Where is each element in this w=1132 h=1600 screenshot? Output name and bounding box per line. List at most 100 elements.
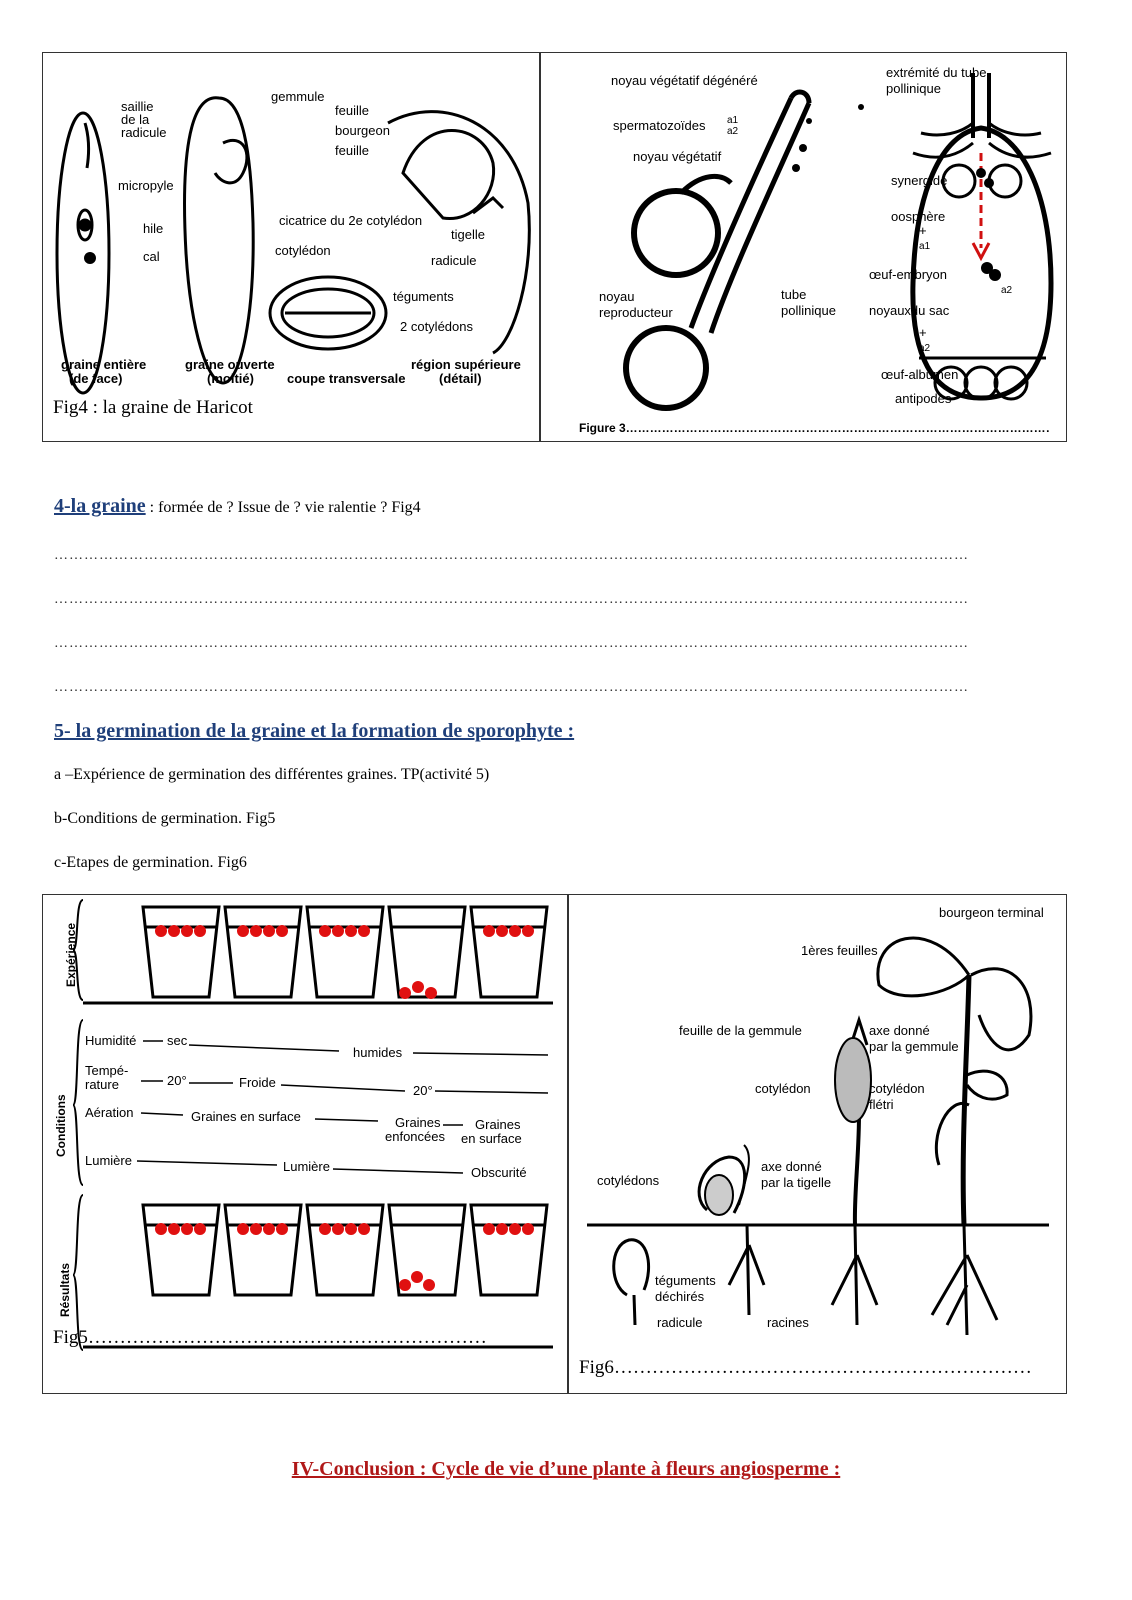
seed xyxy=(496,1223,508,1235)
seed xyxy=(496,925,508,937)
seed xyxy=(412,981,424,993)
fig5-temp-2: rature xyxy=(85,1077,119,1092)
section5-title: 5- la germination de la graine et la for… xyxy=(54,720,575,742)
fig5-drawing: Expérience Conditions Résultats Humidité… xyxy=(54,899,553,1351)
fig5-t20a: 20° xyxy=(167,1073,187,1088)
fig3-panel: noyau végétatif dégénéré spermatozoïdes … xyxy=(541,53,1066,441)
fig5-temp-1: Tempé- xyxy=(85,1063,128,1078)
fig3-label-extremite-2: pollinique xyxy=(886,81,941,96)
fig5-enfoncees-2: enfoncées xyxy=(385,1129,445,1144)
fig4-label-whole-2: (de face) xyxy=(69,371,122,386)
fig3-label-noyau-vegetatif: noyau végétatif xyxy=(633,149,722,164)
fig4-label-feuille1: feuille xyxy=(335,103,369,118)
fig6-label-fletri-1: cotylédon xyxy=(869,1081,925,1096)
pot xyxy=(223,905,303,999)
fig4-label-open-1: graine ouverte xyxy=(185,357,275,372)
fig4-label-saillie-2: de la xyxy=(121,112,150,127)
fig4-label-open-2: (moitié) xyxy=(207,371,254,386)
section4-text: : formée de ? Issue de ? vie ralentie ? … xyxy=(145,499,421,516)
top-figure-box: saillie de la radicule micropyle hile ca… xyxy=(42,52,1067,442)
fig6-label-premieres: 1ères feuilles xyxy=(801,943,878,958)
fig6-label-cotyledons: cotylédons xyxy=(597,1173,660,1188)
fig3-label-oeuf-albumen: œuf-albumen xyxy=(881,367,958,382)
fig3-label-noyau-repro-2: reproducteur xyxy=(599,305,673,320)
fig5-panel: Expérience Conditions Résultats Humidité… xyxy=(43,895,576,1393)
fig4-caption: Fig4 : la graine de Haricot xyxy=(53,397,253,418)
section4-title: 4-la graine xyxy=(54,495,146,517)
pot xyxy=(141,905,221,999)
seed xyxy=(194,1223,206,1235)
pot xyxy=(141,1203,221,1297)
fig3-label-tube-1: tube xyxy=(781,287,806,302)
seed xyxy=(237,925,249,937)
fig3-caption: Figure 3……………………………………………………………………………………… xyxy=(579,421,1049,435)
seed xyxy=(181,925,193,937)
fig5-surface2-1: Graines xyxy=(475,1117,521,1132)
fig5-surface2-2: en surface xyxy=(461,1131,522,1146)
seed xyxy=(332,925,344,937)
section5-item-a: a –Expérience de germination des différe… xyxy=(54,766,490,783)
fig3-label-plus-1: + xyxy=(919,223,927,238)
fig4-label-feuille2: feuille xyxy=(335,143,369,158)
seed xyxy=(423,1279,435,1291)
fig6-label-cotyledon: cotylédon xyxy=(755,1081,811,1096)
fig3-label-a2-b: a2 xyxy=(1001,285,1013,296)
fig4-label-region-1: région supérieure xyxy=(411,357,521,372)
fig3-label-oosphere: oosphère xyxy=(891,209,945,224)
fig3-label-noyaux-sac: noyauxdu sac xyxy=(869,303,950,318)
fig5-humidite: Humidité xyxy=(85,1033,136,1048)
fig4-label-cicatrice: cicatrice du 2e cotylédon xyxy=(279,213,422,228)
seed xyxy=(155,925,167,937)
fig5-lumiere2: Lumière xyxy=(283,1159,330,1174)
fig6-label-racines: racines xyxy=(767,1315,809,1330)
pot xyxy=(305,905,385,999)
fig4-label-teguments: téguments xyxy=(393,289,454,304)
seed xyxy=(358,925,370,937)
seed xyxy=(319,1223,331,1235)
fig4-label-saillie-1: saillie xyxy=(121,99,154,114)
seed xyxy=(276,925,288,937)
seed xyxy=(509,1223,521,1235)
seed xyxy=(345,925,357,937)
fig5-t20b: 20° xyxy=(413,1083,433,1098)
fig6-label-axe-gemmule-2: par la gemmule xyxy=(869,1039,959,1054)
fig4-label-hile: hile xyxy=(143,221,163,236)
fig3-label-tube-2: pollinique xyxy=(781,303,836,318)
seed xyxy=(399,987,411,999)
seed xyxy=(250,1223,262,1235)
pot xyxy=(223,1203,303,1297)
fig4-label-radicule: radicule xyxy=(431,253,477,268)
fig3-drawing: noyau végétatif dégénéré spermatozoïdes … xyxy=(599,65,1054,411)
fig4-label-region-2: (détail) xyxy=(439,371,482,386)
seed xyxy=(425,987,437,999)
seed xyxy=(276,1223,288,1235)
fig6-drawing: bourgeon terminal 1ères feuilles feuille… xyxy=(587,905,1049,1336)
seed xyxy=(358,1223,370,1235)
fig4-drawing: saillie de la radicule micropyle hile ca… xyxy=(55,89,531,395)
fig5-aeration: Aération xyxy=(85,1105,133,1120)
seed xyxy=(168,1223,180,1235)
fig4-label-micropyle: micropyle xyxy=(118,178,174,193)
seed xyxy=(483,925,495,937)
fig4-label-saillie-3: radicule xyxy=(121,125,167,140)
fig3-label-plus-2: + xyxy=(919,325,927,340)
fig4-label-2-cotyledons: 2 cotylédons xyxy=(400,319,473,334)
fig4-panel: saillie de la radicule micropyle hile ca… xyxy=(43,53,539,441)
seed xyxy=(168,925,180,937)
seed xyxy=(345,1223,357,1235)
fig6-label-axe-tigelle-2: par la tigelle xyxy=(761,1175,831,1190)
pot xyxy=(387,905,467,999)
seed xyxy=(522,925,534,937)
seed xyxy=(522,1223,534,1235)
fig3-label-extremite-1: extrémité du tube xyxy=(886,65,986,80)
seed xyxy=(263,1223,275,1235)
fig4-label-cotyledon: cotylédon xyxy=(275,243,331,258)
seed xyxy=(155,1223,167,1235)
seed xyxy=(237,1223,249,1235)
section4-heading: 4-la graine : formée de ? Issue de ? vie… xyxy=(54,495,421,518)
fig3-label-a1: a1 xyxy=(727,115,739,126)
fig5-sec: sec xyxy=(167,1033,188,1048)
fig3-label-antipodes: antipodes xyxy=(895,391,952,406)
seed xyxy=(509,925,521,937)
fig5-humides: humides xyxy=(353,1045,403,1060)
